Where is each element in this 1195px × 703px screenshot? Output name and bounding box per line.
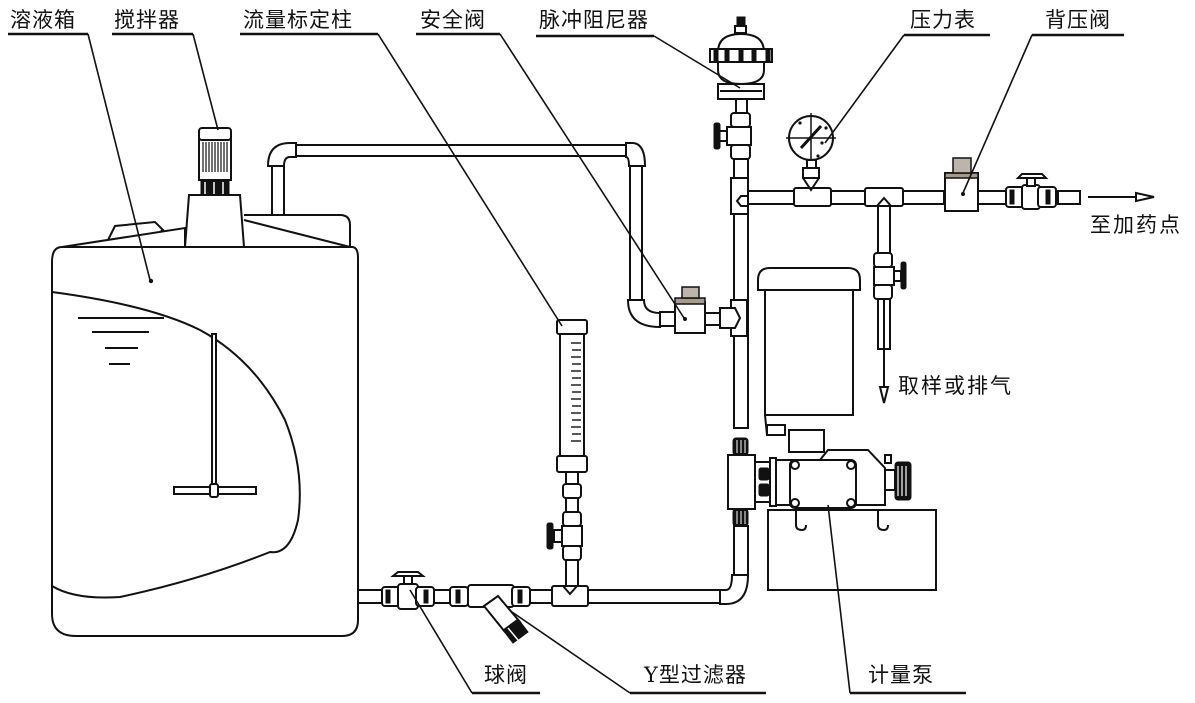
solution-tank xyxy=(51,214,359,637)
label-calibration-column: 流量标定柱 xyxy=(243,8,353,32)
agitator xyxy=(184,127,245,248)
outlet-flow-arrow xyxy=(1088,191,1155,203)
discharge-pipe xyxy=(719,157,749,429)
outlet-ball-valve xyxy=(1005,173,1057,210)
leader-lines xyxy=(8,32,1124,695)
label-back-pressure-valve: 背压阀 xyxy=(1045,8,1111,32)
label-ball-valve: 球阀 xyxy=(484,663,528,687)
drain-arrow-icon xyxy=(878,386,890,404)
label-sampling-or-venting: 取样或排气 xyxy=(898,374,1013,398)
label-y-strainer: Y型过滤器 xyxy=(644,663,747,687)
outlet-arrow-icon xyxy=(1135,191,1155,203)
return-pipe xyxy=(266,142,676,329)
label-to-dosing-point: 至加药点 xyxy=(1090,213,1182,237)
calibration-column xyxy=(546,319,588,587)
label-pressure-gauge: 压力表 xyxy=(910,8,976,32)
suction-line xyxy=(357,525,750,607)
pressure-gauge xyxy=(786,113,836,207)
label-safety-valve: 安全阀 xyxy=(420,8,486,32)
label-pulsation-damper: 脉冲阻尼器 xyxy=(539,8,649,32)
safety-valve xyxy=(674,286,721,334)
sampling-branch xyxy=(864,187,907,404)
y-strainer xyxy=(449,584,531,644)
label-metering-pump: 计量泵 xyxy=(868,663,934,687)
metering-pump xyxy=(727,267,937,591)
label-agitator: 搅拌器 xyxy=(114,8,180,32)
pulsation-damper xyxy=(709,16,773,160)
suction-ball-valve xyxy=(381,571,435,610)
label-solution-tank: 溶液箱 xyxy=(10,8,76,32)
back-pressure-valve xyxy=(944,157,979,212)
